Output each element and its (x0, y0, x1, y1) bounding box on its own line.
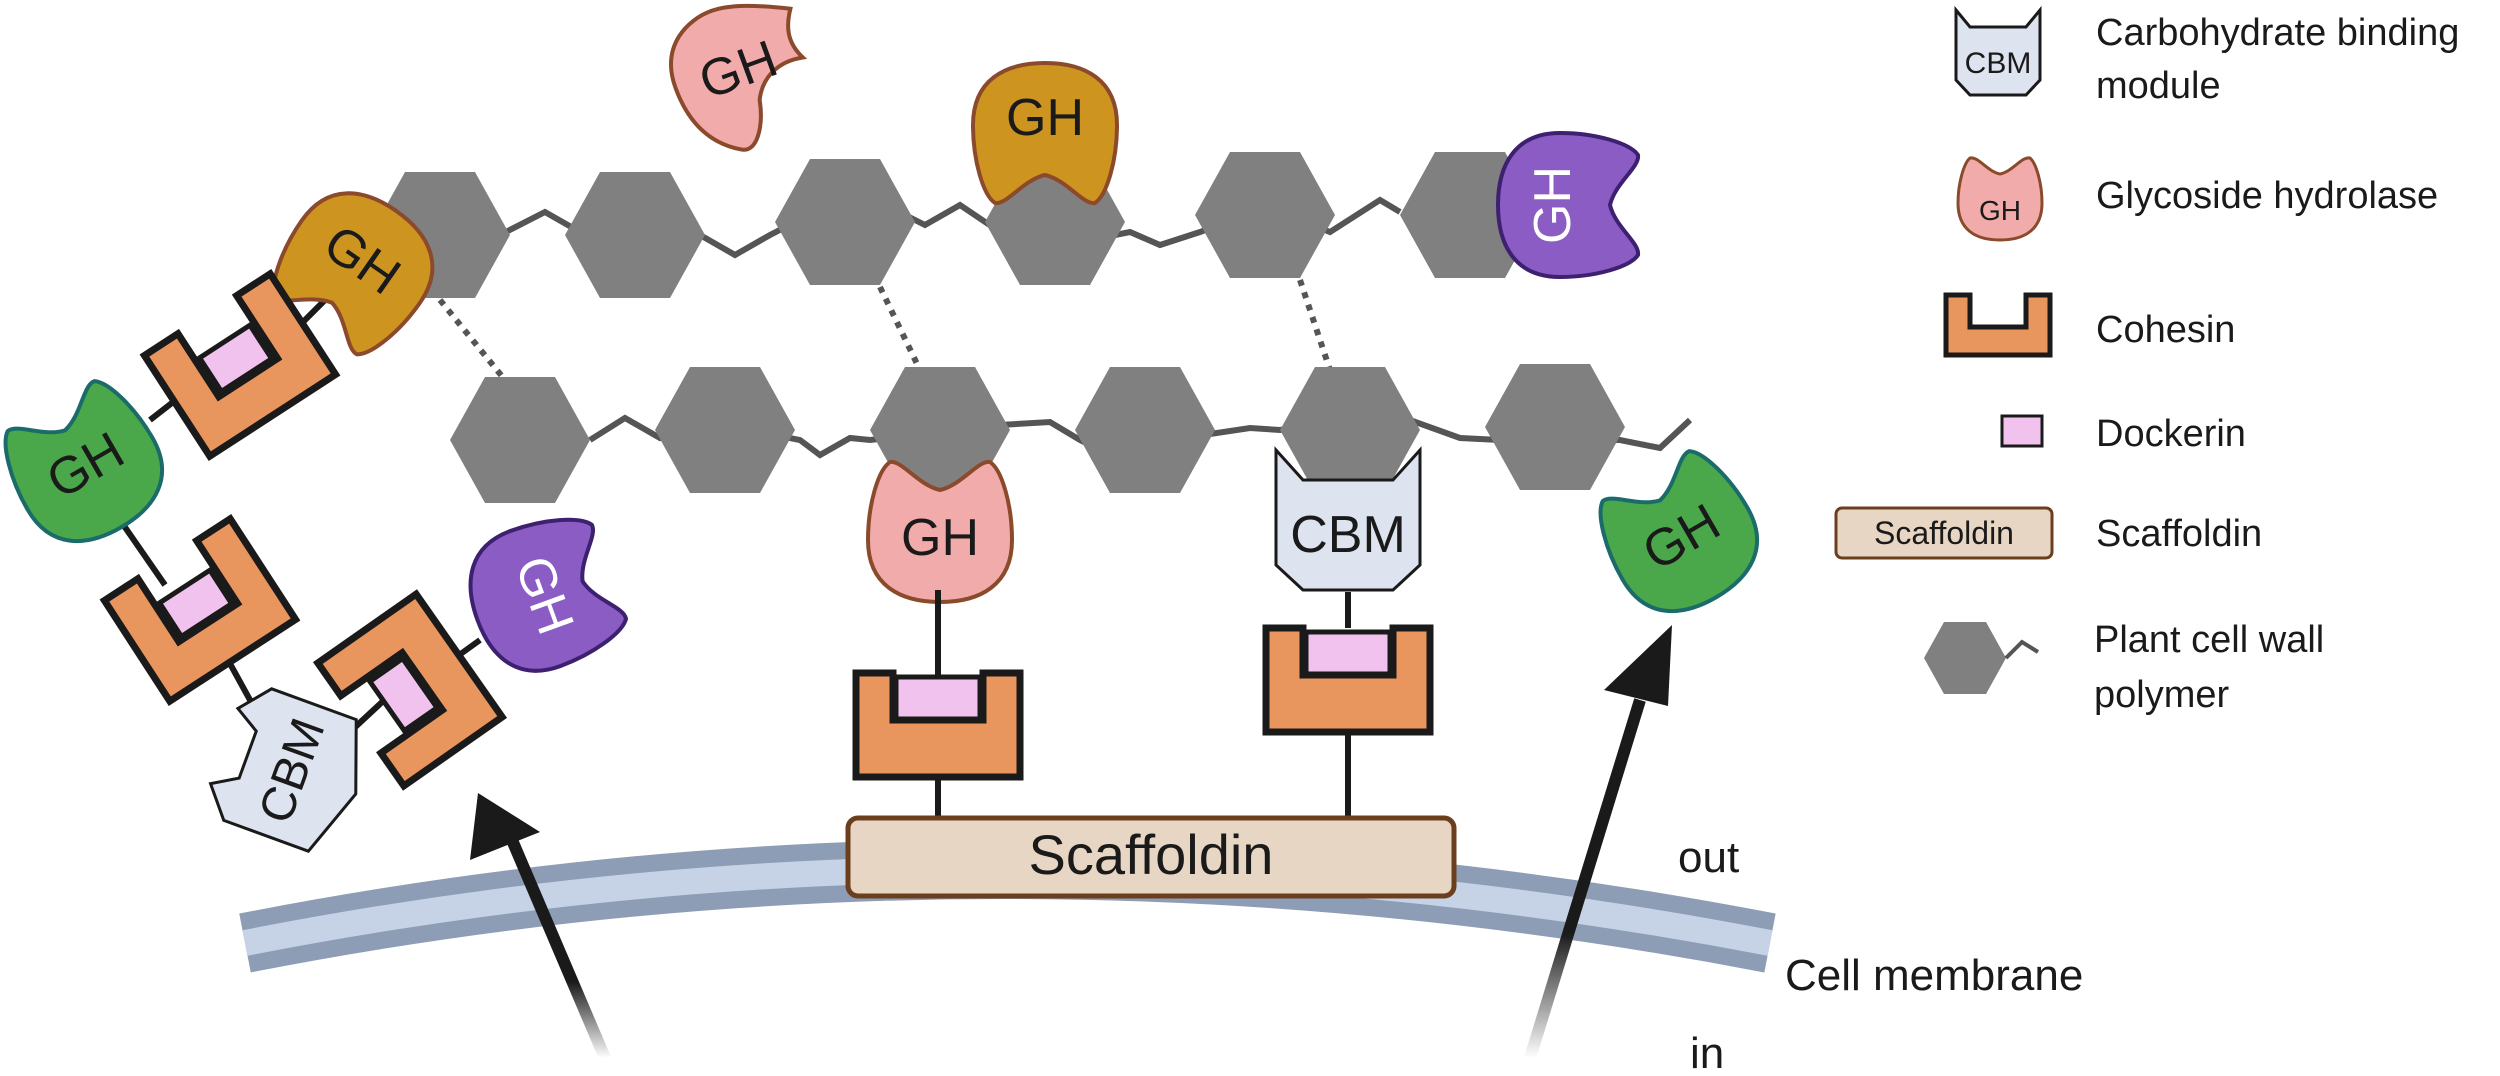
legend-polymer-text-1: Plant cell wall (2094, 619, 2324, 661)
legend-cbm-icon-label: CBM (1965, 47, 2032, 80)
legend-polymer-icon (1924, 622, 2040, 694)
legend-gh-icon-label: GH (1979, 195, 2021, 226)
legend-gh-text: Glycoside hydrolase (2096, 175, 2438, 217)
gh-label: GH (1524, 166, 1582, 244)
legend-cohesin-text: Cohesin (2096, 309, 2235, 351)
out-label: out (1678, 833, 1739, 882)
polymer-hexagon (655, 367, 795, 493)
polymer-hexagon (1195, 152, 1335, 278)
gh-enzyme-purple-cluster: GH (468, 517, 629, 673)
polymer-chain-upper (370, 152, 1540, 298)
gh-enzyme-gold-cluster: GH (271, 191, 435, 357)
gh-enzyme-gold-bound: GH (970, 60, 1120, 206)
legend-cbm-text-1: Carbohydrate binding (2096, 12, 2459, 54)
cohesin-module (99, 513, 301, 707)
legend: CBM Carbohydrate binding module GH Glyco… (1834, 5, 2459, 716)
polymer-hexagon (870, 367, 1010, 493)
legend-gh-icon: GH (1956, 156, 2044, 242)
polymer-hexagon (775, 159, 915, 285)
polymer-hexagon (1485, 364, 1625, 490)
secretion-arrow-left (470, 793, 611, 1061)
polymer-hexagon (450, 377, 590, 503)
polymer-hexagon (1280, 367, 1420, 493)
cohesin-module (312, 589, 508, 791)
cohesin-module (852, 669, 1024, 781)
cohesin-module (139, 268, 341, 462)
gh-enzyme-purple-bound: GH (1495, 130, 1641, 280)
legend-cbm-icon: CBM (1954, 5, 2042, 97)
legend-scaffoldin-icon-label: Scaffoldin (1874, 515, 2014, 551)
legend-scaffoldin-icon: Scaffoldin (1834, 506, 2054, 560)
cbm-module-bound: CBM (1274, 446, 1422, 592)
polymer-chain-lower (450, 364, 1693, 503)
secretion-arrow-right (1524, 625, 1672, 1060)
legend-cbm-text-2: module (2096, 65, 2221, 107)
legend-dockerin-text: Dockerin (2096, 413, 2246, 455)
polymer-crosslinks (437, 279, 1333, 382)
legend-dockerin-icon (2000, 414, 2044, 448)
gh-enzyme-green-cluster: GH (3, 379, 164, 544)
gh-label: GH (901, 509, 979, 567)
gh-label: GH (1006, 89, 1084, 147)
gh-enzyme-pink-bound: GH (865, 459, 1015, 605)
cell-membrane-label: Cell membrane (1785, 951, 2083, 1000)
cell-bound-cellulosome: GH CBM Scaffoldin (845, 446, 1457, 899)
legend-cohesin-icon (1943, 292, 2053, 358)
scaffoldin-label: Scaffoldin (1029, 823, 1274, 886)
cohesin-module (1262, 624, 1434, 736)
legend-polymer-text-2: polymer (2094, 674, 2229, 716)
in-label: in (1690, 1029, 1724, 1076)
scaffoldin-bar: Scaffoldin (845, 815, 1457, 899)
cbm-label: CBM (1290, 506, 1406, 564)
polymer-hexagon (565, 172, 705, 298)
cbm-module-cluster: CBM (208, 687, 358, 853)
gh-enzyme-pink-free: GH (669, 3, 808, 152)
polymer-hexagon (1075, 367, 1215, 493)
legend-scaffoldin-text: Scaffoldin (2096, 513, 2262, 555)
gh-enzyme-green-free: GH (1598, 449, 1759, 614)
free-cellulosome-complex: GH GH CBM GH (3, 191, 629, 853)
